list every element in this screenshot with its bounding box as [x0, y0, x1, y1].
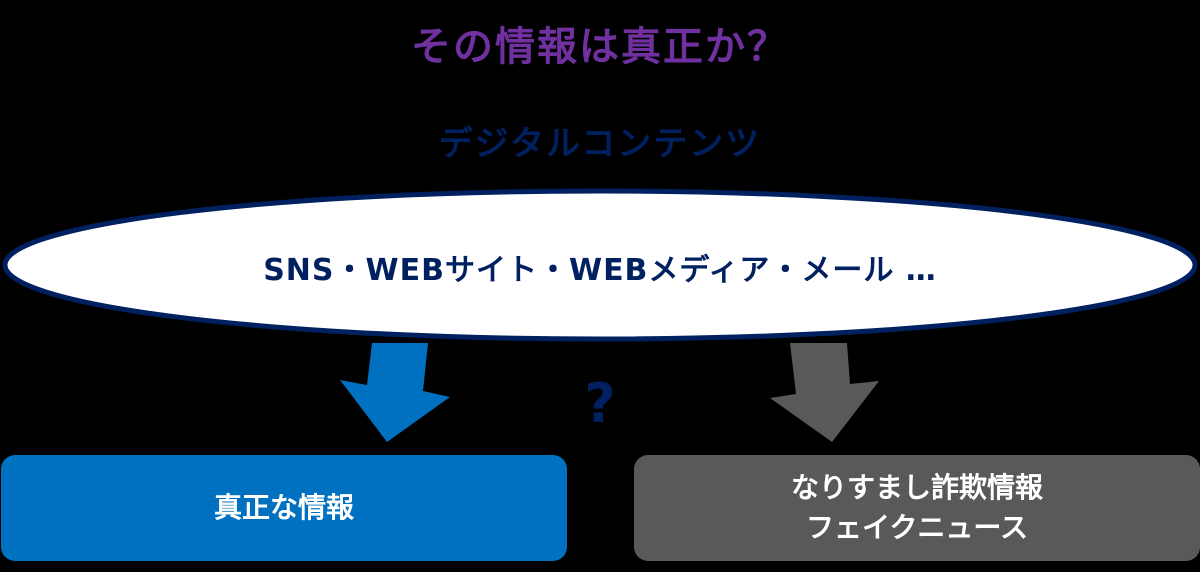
- diagram-title: その情報は真正か？: [411, 24, 789, 70]
- authentic-info-label: 真正な情報: [213, 491, 354, 524]
- content-sources-ellipse: [2, 188, 1198, 342]
- authentic-info-box: 真正な情報: [1, 455, 567, 561]
- content-sources-text: SNS・WEBサイト・WEBメディア・メール …: [263, 253, 937, 288]
- digital-contents-heading: デジタルコンテンツ: [438, 124, 762, 164]
- arrow-down-grey-icon: [770, 343, 879, 442]
- arrow-down-blue-icon: [340, 343, 450, 442]
- fraud-info-label: なりすまし詐欺情報: [790, 471, 1043, 504]
- fake-info-box: なりすまし詐欺情報 フェイクニュース: [634, 455, 1200, 561]
- fake-news-label: フェイクニュース: [805, 511, 1029, 544]
- question-mark-icon: ?: [584, 372, 616, 435]
